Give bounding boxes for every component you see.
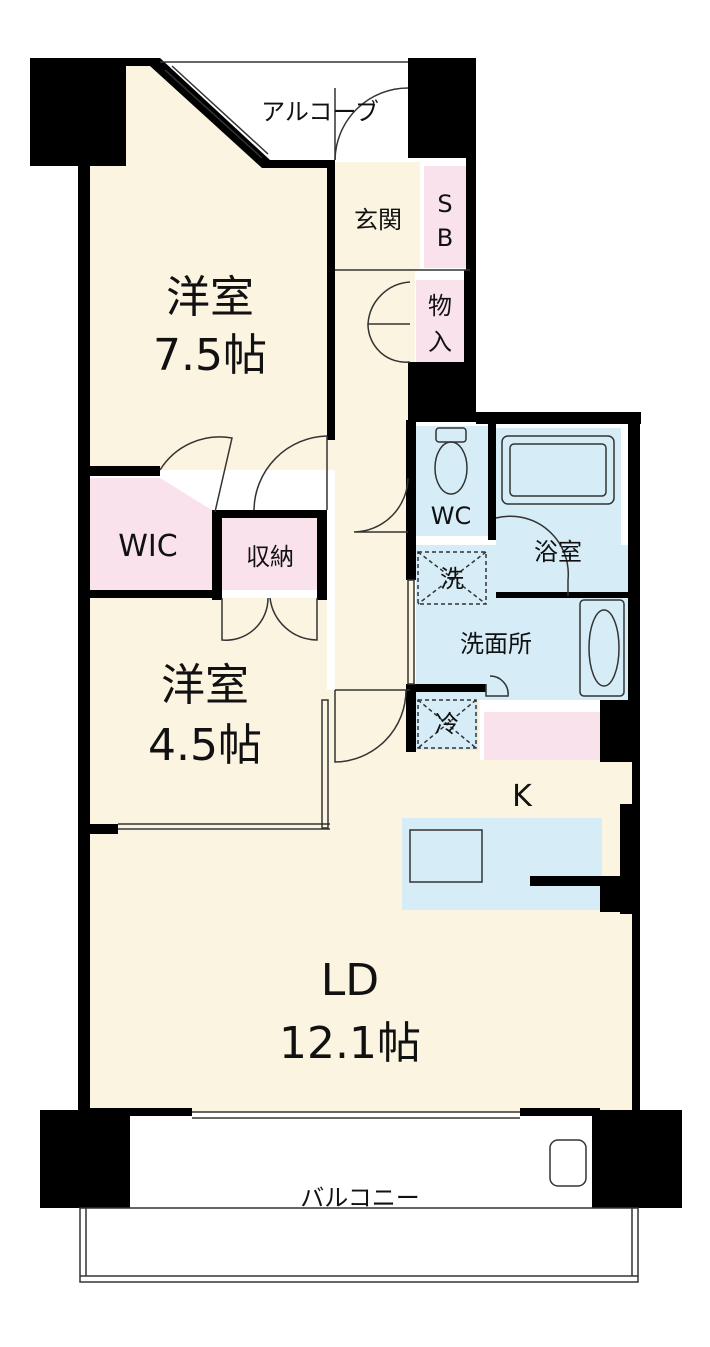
wall-ld-bottom-right bbox=[520, 1108, 600, 1116]
window-diagonal bbox=[164, 69, 263, 159]
floor-storage bbox=[222, 518, 317, 590]
wall-bath-bottom bbox=[496, 592, 628, 598]
wall-diagonal bbox=[126, 58, 335, 168]
pillar-top-left bbox=[30, 58, 126, 166]
bathtub bbox=[501, 435, 615, 505]
balcony-sink bbox=[549, 1139, 587, 1187]
wall-storage-top bbox=[212, 510, 326, 518]
bath-door bbox=[495, 515, 570, 596]
room2-door bbox=[334, 689, 407, 763]
floor-ldk bbox=[82, 690, 632, 1112]
toilet-bowl bbox=[434, 441, 468, 495]
wic-name: WIC bbox=[118, 529, 177, 564]
floor-hall bbox=[335, 270, 415, 770]
wall-ld-right-block bbox=[600, 880, 630, 912]
floor-wic bbox=[88, 478, 215, 590]
wall-wash-left bbox=[406, 540, 416, 580]
wall-kitchen-right bbox=[600, 700, 640, 762]
floor-toilet bbox=[416, 426, 490, 536]
fridge-space bbox=[417, 699, 477, 749]
labels: 洋室 7.5帖 洋室 4.5帖 LD 12.1帖 K WIC 収納 玄関 S B… bbox=[118, 98, 582, 1212]
room1-door bbox=[159, 436, 233, 513]
wall-wic-right bbox=[212, 512, 222, 600]
storeroom-line2: 入 bbox=[428, 328, 452, 356]
wall-mid-block bbox=[408, 362, 476, 422]
wall-wet-top bbox=[476, 412, 641, 424]
wall-ld-right bbox=[632, 760, 640, 1120]
toilet-name: WC bbox=[431, 502, 472, 530]
room1-size: 7.5帖 bbox=[153, 330, 267, 381]
storage-doors bbox=[221, 597, 269, 641]
ld-size: 12.1帖 bbox=[279, 1018, 421, 1069]
wall-wc-left bbox=[406, 420, 416, 540]
wall-entrance-right bbox=[466, 158, 476, 278]
room2-size: 4.5帖 bbox=[148, 720, 262, 771]
wall-ld-bottom bbox=[82, 1108, 192, 1116]
fixtures bbox=[79, 61, 639, 1283]
washroom-sliding bbox=[407, 579, 415, 685]
balcony-name: バルコニー bbox=[300, 1184, 420, 1212]
floor-balcony bbox=[82, 1112, 637, 1280]
entrance-name: 玄関 bbox=[354, 206, 402, 234]
wall-wc-right bbox=[488, 420, 496, 540]
kitchen-sink bbox=[409, 829, 483, 883]
floor-fills bbox=[82, 60, 637, 1280]
washer-name: 洗 bbox=[440, 565, 464, 593]
floor-storeroom bbox=[416, 280, 464, 362]
wc-door bbox=[353, 477, 409, 533]
wall-room1-hall bbox=[327, 162, 335, 440]
ld-name: LD bbox=[321, 955, 379, 1006]
washroom-name: 洗面所 bbox=[460, 630, 532, 658]
room2-name: 洋室 bbox=[161, 660, 249, 711]
wall-fridge-left bbox=[406, 684, 416, 752]
wall-storage-right bbox=[317, 510, 327, 600]
pillar-top-right bbox=[408, 58, 476, 158]
walls bbox=[30, 58, 682, 1208]
entrance-door bbox=[334, 87, 409, 161]
floor-shoe-box bbox=[424, 166, 466, 268]
kitchen-counter-back bbox=[484, 712, 600, 760]
wall-wet-right bbox=[628, 412, 640, 714]
storeroom-line1: 物 bbox=[428, 292, 452, 320]
storage-name: 収納 bbox=[246, 543, 294, 571]
pillar-bottom-right bbox=[592, 1110, 682, 1208]
room2-sliding bbox=[321, 699, 329, 829]
shoe-box-line1: S bbox=[437, 190, 452, 218]
wall-room2-bottom bbox=[82, 824, 118, 834]
washer-space bbox=[417, 551, 487, 605]
fridge-name: 冷 bbox=[435, 710, 459, 738]
pillar-bottom-left bbox=[40, 1110, 130, 1208]
floor-entrance bbox=[335, 162, 420, 270]
kitchen-name: K bbox=[512, 779, 533, 814]
wall-counter bbox=[530, 876, 622, 886]
washbasin bbox=[579, 599, 625, 697]
floor-western-room-2 bbox=[82, 598, 327, 828]
balcony-railing bbox=[79, 1207, 639, 1283]
room1-name: 洋室 bbox=[166, 272, 254, 323]
storeroom-door bbox=[367, 281, 411, 325]
wall-wic-bottom bbox=[82, 590, 222, 598]
alcove-name: アルコーブ bbox=[261, 98, 379, 126]
wall-left bbox=[78, 160, 90, 1115]
shoe-box-line2: B bbox=[437, 224, 453, 252]
wall-wash-bottom bbox=[406, 684, 486, 692]
bathroom-name: 浴室 bbox=[534, 538, 582, 566]
wall-wic-top bbox=[82, 466, 160, 476]
